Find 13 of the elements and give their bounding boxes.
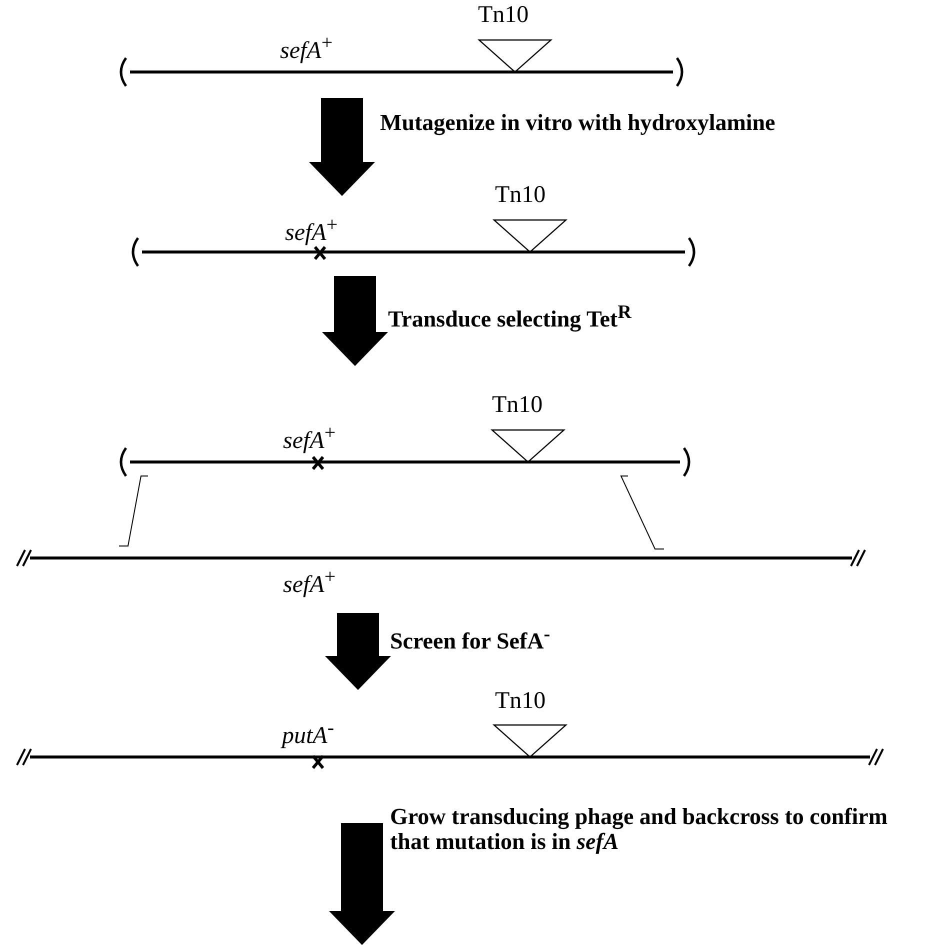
gene-label: putA$^{-}$ [282, 717, 334, 750]
insertion-label: Tn10 [492, 392, 543, 418]
gene-label: sefA$^{+}$ [283, 422, 336, 454]
insertion-label: Tn10 [495, 688, 546, 714]
step-label: Grow transducing phage and backcross to confirm that mutation is in sefA [390, 804, 889, 855]
gene-label: sefA$^{+}$ [280, 32, 333, 64]
gene-label: sefA$^{+}$ [285, 214, 338, 246]
insertion-label: Tn10 [495, 182, 546, 208]
step-label: Screen for SefA$^{-}$ [390, 624, 550, 654]
step-label: Transduce selecting Tet$^{R}$ [388, 302, 632, 332]
insertion-label: Tn10 [478, 2, 529, 28]
gene-label: sefA$^{+}$ [283, 566, 336, 598]
step-label: Mutagenize in vitro with hydroxylamine [380, 110, 776, 136]
